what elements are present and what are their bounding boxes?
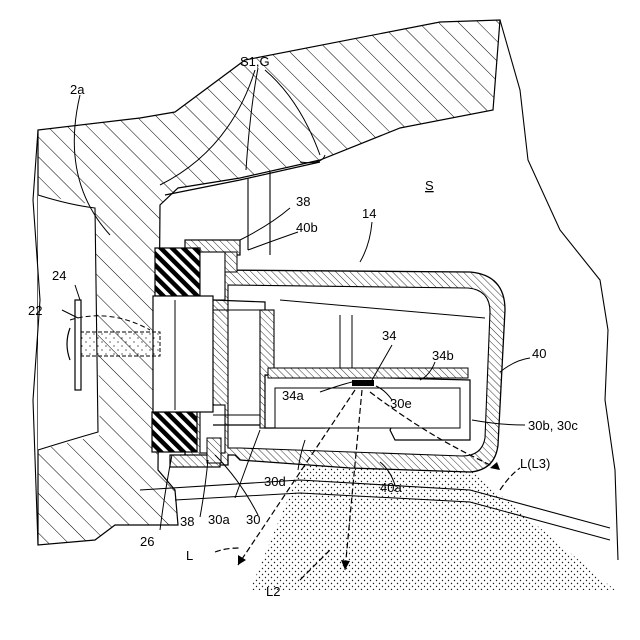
label-l: L [186,548,193,563]
label-s: S [425,178,434,193]
label-26: 26 [140,534,154,549]
label-34b: 34b [432,348,454,363]
label-34: 34 [382,328,396,343]
label-14: 14 [362,206,376,221]
label-40b: 40b [296,220,318,235]
label-2a: 2a [70,82,85,97]
label-38-bottom: 38 [180,514,194,529]
label-30: 30 [246,512,260,527]
label-l2: L2 [266,584,280,599]
label-s1g: S1,G [240,54,270,69]
label-40: 40 [532,346,546,361]
label-38-top: 38 [296,194,310,209]
label-40a: 40a [380,480,402,495]
label-l-l3: L(L3) [520,456,550,471]
label-34a: 34a [282,388,304,403]
label-30d: 30d [264,474,286,489]
label-30b30c: 30b, 30c [528,418,578,433]
label-22: 22 [28,303,42,318]
label-24: 24 [52,268,66,283]
label-30a: 30a [208,512,230,527]
label-30e: 30e [390,396,412,411]
